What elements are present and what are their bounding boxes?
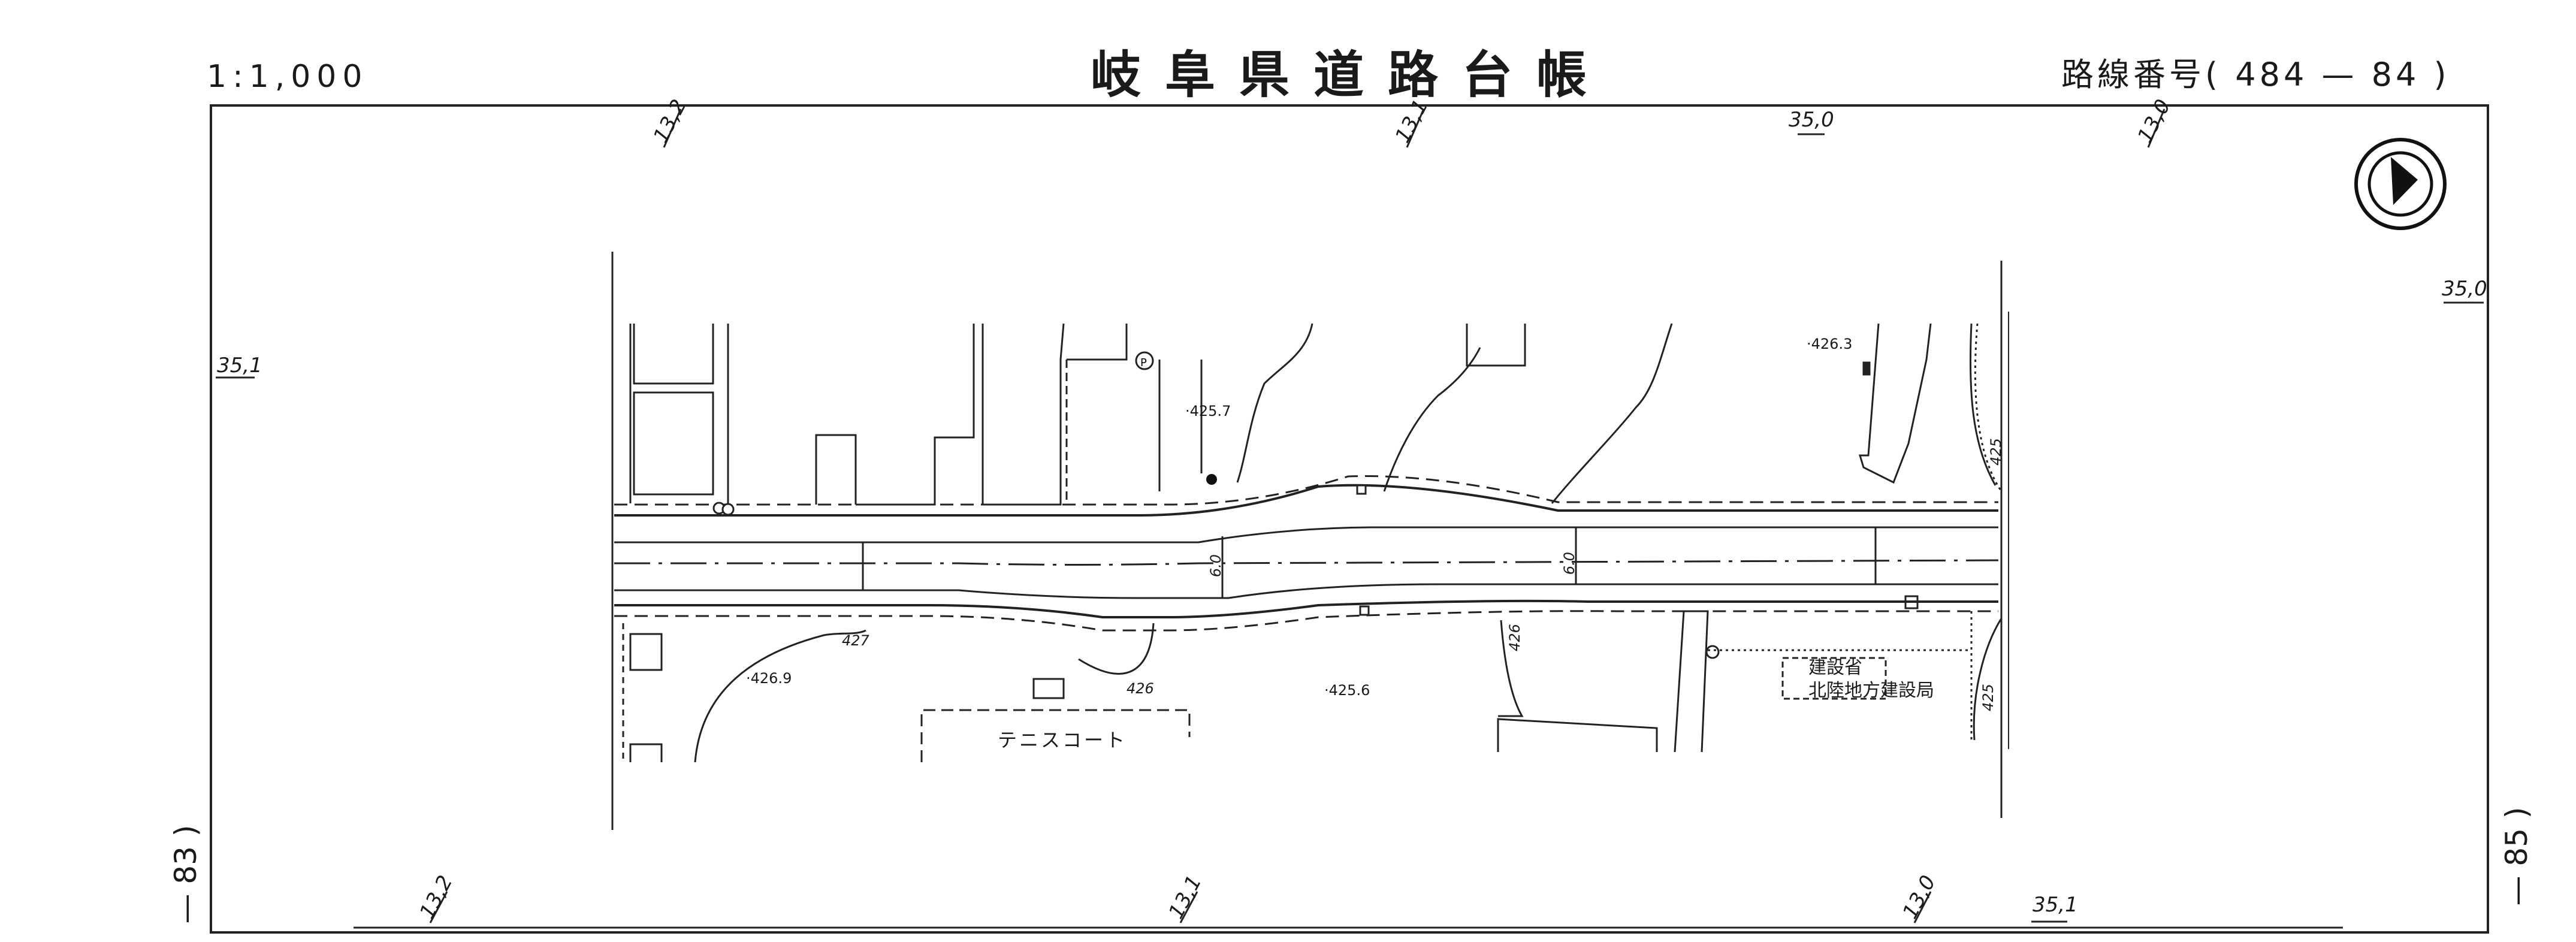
map-scale: 1:1,000 (207, 59, 369, 95)
contour-label: 425 (1987, 438, 2004, 466)
contour-label: 427 (842, 632, 869, 649)
contour-lines (694, 323, 2003, 763)
contour-label: 426 (1127, 680, 1154, 697)
road-width-label: 6.0 (1207, 554, 1225, 578)
grid-label: 35,0 (1789, 108, 1834, 132)
road-edge-south (614, 599, 1998, 618)
parking-icon: P (1135, 351, 1154, 370)
elevation-point: ·425.7 (1185, 403, 1231, 419)
map-frame (210, 104, 2489, 934)
svg-text:P: P (1140, 357, 1147, 369)
elevation-point: ·426.3 (1807, 336, 1853, 352)
org-label-line2: 北陸地方建設局 (1808, 680, 1934, 701)
contour-label: 426 (1506, 624, 1523, 651)
road-edge-north (614, 484, 1998, 517)
elevation-point: ·425.6 (1324, 682, 1370, 699)
grid-label: 35,1 (217, 354, 262, 378)
contour-label: 425 (1979, 684, 1997, 711)
org-label: 建設省 北陸地方建設局 (1808, 657, 1934, 702)
south-buildings (622, 595, 1973, 762)
page-title: 岐阜県道路台帳 (1091, 46, 1611, 104)
grid-label: 35,0 (2442, 277, 2487, 301)
grid-ticks (216, 108, 2484, 923)
north-arrow-icon (2354, 138, 2447, 230)
adjacent-sheet-left: — 83 ) (168, 825, 203, 924)
grid-label: 35,1 (2033, 893, 2078, 917)
road-width-label: 6.0 (1561, 551, 1578, 575)
tennis-court-label: テニスコート (998, 729, 1128, 751)
adjacent-sheet-right: — 85 ) (2499, 807, 2534, 906)
route-number: 路線番号( 484 — 84 ) (2061, 56, 2450, 93)
north-buildings (629, 323, 1932, 506)
utility-pole (1206, 474, 1217, 485)
org-label-line1: 建設省 (1808, 657, 1862, 678)
elevation-point: ·426.9 (746, 670, 792, 687)
